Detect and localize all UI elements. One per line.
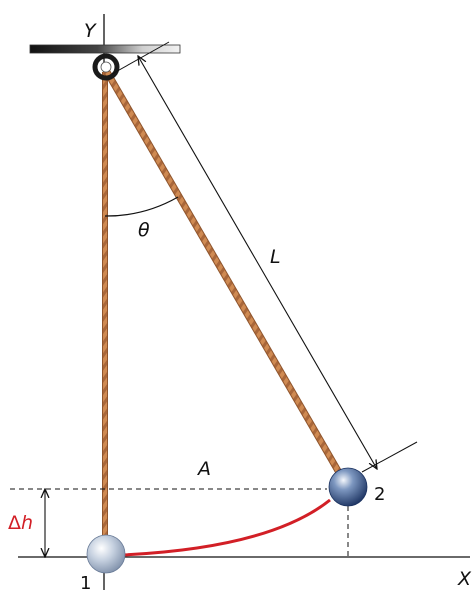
- ball-position-2: [328, 467, 368, 507]
- amplitude-label: A: [196, 458, 211, 480]
- ball-position-1: [86, 534, 126, 574]
- length-dimension-line: [138, 56, 377, 469]
- point-1-label: 1: [80, 573, 91, 592]
- trajectory-arc: [121, 498, 331, 557]
- length-label: L: [270, 246, 281, 268]
- ceiling-support: [29, 44, 181, 54]
- point-2-label: 2: [374, 484, 385, 505]
- angle-arc: [104, 196, 179, 217]
- height-delta-label: Δh: [8, 512, 33, 534]
- x-axis-label: X: [457, 568, 472, 590]
- y-axis-label: Y: [84, 20, 97, 42]
- pivot-ring: [92, 53, 120, 81]
- angle-label: θ: [138, 219, 150, 241]
